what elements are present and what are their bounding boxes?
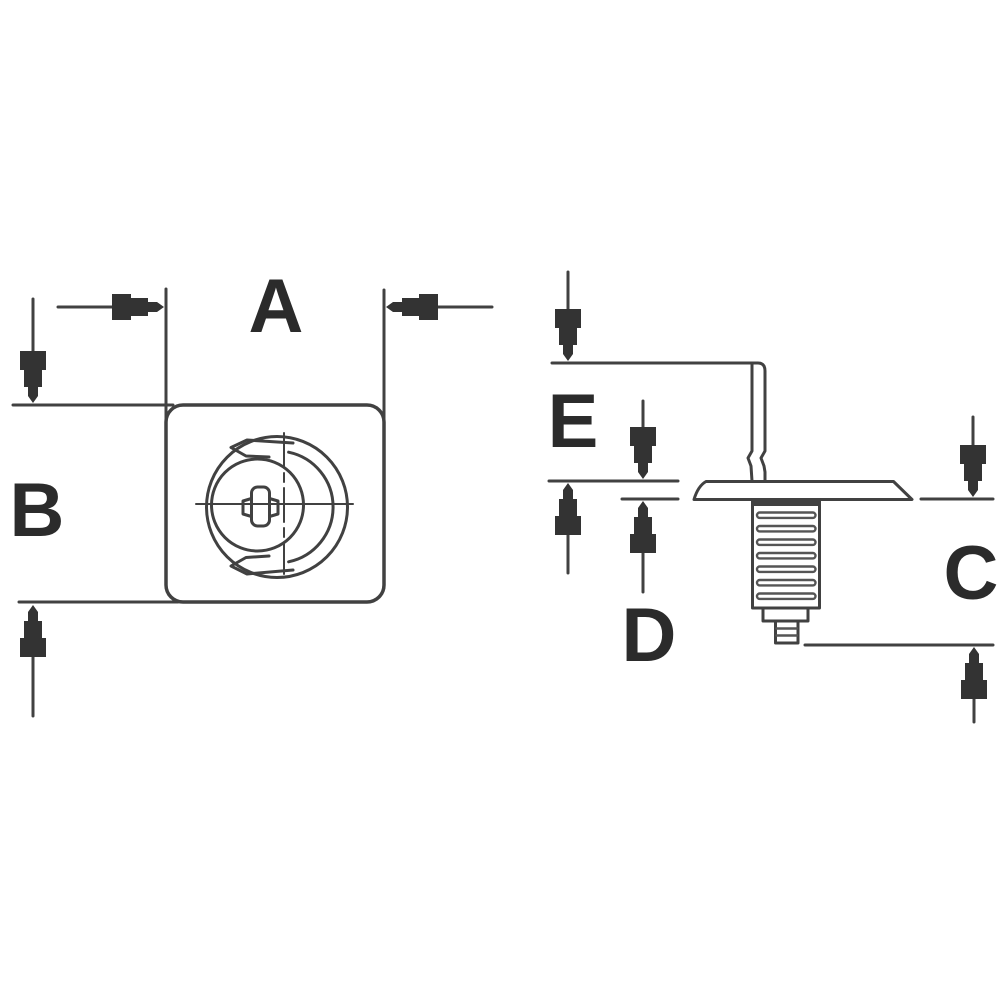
- thread-line: [755, 551, 817, 560]
- dim-d-bottom-arrowhead-icon: [630, 501, 656, 553]
- shaft-tip: [774, 619, 800, 645]
- square-base-outline: [164, 403, 386, 604]
- dim-c-top-arrowhead-icon: [960, 445, 986, 497]
- dim-e-label: E: [548, 379, 599, 464]
- dimension-d: D: [620, 399, 680, 678]
- top-wing-tab: [229, 438, 295, 459]
- screwdriver-slot: [250, 485, 271, 528]
- slot-right-lug: [268, 497, 280, 518]
- thread-line: [755, 578, 817, 587]
- flange-head: [692, 480, 914, 501]
- thread-line: [755, 538, 817, 547]
- retaining-ring-outer-circle: [205, 435, 349, 579]
- thread-line: [755, 592, 817, 601]
- shaft-top-band: [752, 499, 820, 506]
- dimension-a: A: [56, 264, 494, 426]
- slot-left-lug: [241, 497, 253, 518]
- shaft-collar-step: [761, 606, 810, 623]
- thread-line: [755, 565, 817, 574]
- dim-a-label: A: [249, 264, 304, 349]
- dim-b-label: B: [10, 468, 65, 553]
- side-view: [550, 361, 914, 645]
- dim-d-top-arrowhead-icon: [630, 427, 656, 479]
- thread-lines: [755, 511, 817, 601]
- dim-d-label: D: [622, 593, 677, 678]
- twist-lock-head: [195, 432, 354, 579]
- dim-a-left-arrowhead-icon: [112, 294, 164, 320]
- dim-a-right-arrowhead-icon: [386, 294, 438, 320]
- retaining-ring-inner-arc: [287, 450, 335, 564]
- dimension-e: E: [547, 270, 680, 575]
- bottom-wing-tab: [229, 554, 295, 576]
- dim-b-bottom-arrowhead-icon: [20, 605, 46, 657]
- dim-e-bottom-arrowhead-icon: [555, 483, 581, 535]
- thread-line: [755, 511, 817, 520]
- dim-e-top-arrowhead-icon: [555, 309, 581, 361]
- dim-b-top-arrowhead-icon: [20, 351, 46, 403]
- dimension-b: B: [10, 297, 180, 718]
- stem-top-and-right-edge: [550, 361, 767, 483]
- dim-c-label: C: [944, 531, 999, 616]
- top-view: [164, 403, 386, 604]
- thread-line: [755, 524, 817, 533]
- stem-left-edge: [746, 363, 754, 483]
- dimension-c: C: [803, 415, 999, 724]
- dim-c-bottom-arrowhead-icon: [961, 647, 987, 699]
